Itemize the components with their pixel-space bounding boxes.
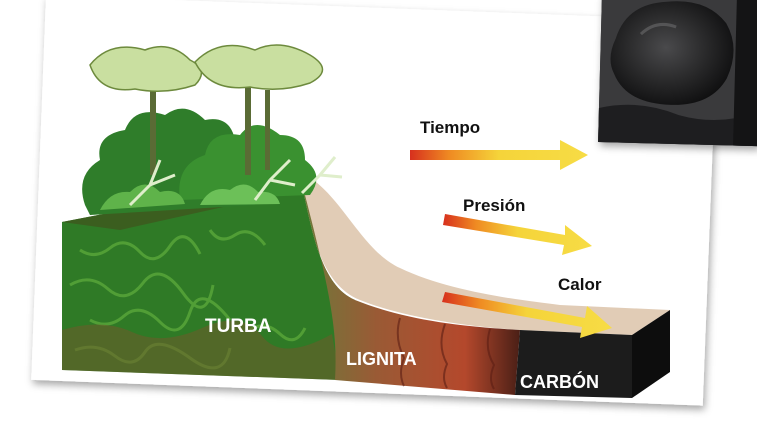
label-carbon: CARBÓN [520, 371, 599, 392]
label-turba: TURBA [205, 316, 272, 337]
label-presion: Presión [463, 196, 525, 215]
label-lignita: LIGNITA [346, 349, 417, 369]
label-calor: Calor [558, 275, 602, 294]
label-tiempo: Tiempo [420, 118, 480, 137]
coal-photo [598, 0, 757, 146]
